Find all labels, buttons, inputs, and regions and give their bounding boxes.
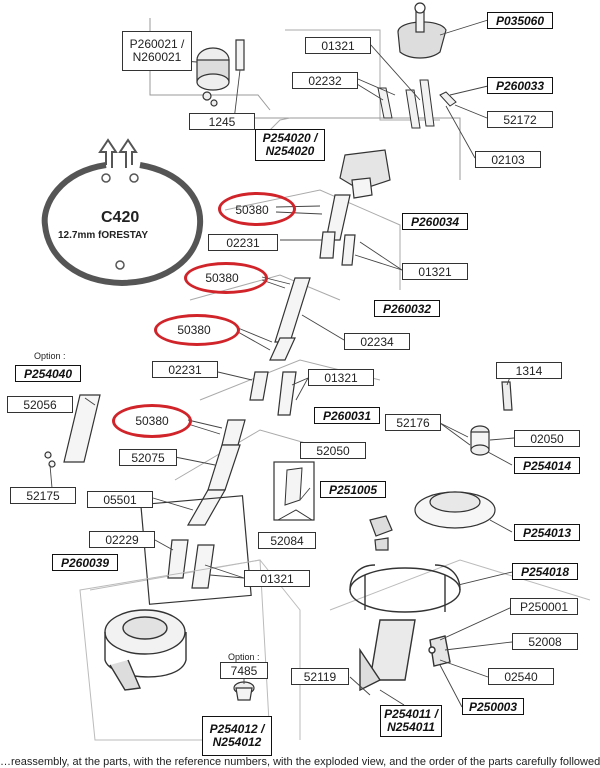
label-02231-a: 02231 — [208, 234, 278, 251]
top-knob-drawing — [397, 2, 447, 59]
bearing-part-drawing — [196, 39, 245, 107]
highlight-oval-50380-2 — [184, 262, 268, 294]
label-p254020: P254020 / N254020 — [255, 129, 325, 161]
label-02103: 02103 — [475, 151, 541, 168]
label-01321-c: 01321 — [308, 369, 374, 386]
label-1314: 1314 — [496, 362, 562, 379]
label-p254012-line2: N254012 — [212, 735, 262, 749]
label-52084: 52084 — [258, 532, 316, 549]
label-50380-2: 50380 — [205, 270, 239, 285]
label-p260031: P260031 — [314, 407, 380, 424]
label-02540: 02540 — [488, 668, 554, 685]
c420-title: C420 — [101, 209, 140, 226]
highlight-oval-50380-4 — [112, 404, 192, 438]
label-01321-b: 01321 — [402, 263, 468, 280]
label-p250003: P250003 — [462, 698, 524, 715]
c420-profile-drawing — [41, 138, 204, 287]
label-52172: 52172 — [487, 111, 553, 128]
highlight-oval-50380-1 — [218, 192, 296, 226]
label-52175: 52175 — [10, 487, 76, 504]
label-05501: 05501 — [87, 491, 153, 508]
label-52050: 52050 — [300, 442, 366, 459]
label-02050: 02050 — [514, 430, 580, 447]
label-p251005: P251005 — [320, 481, 386, 498]
label-p254020-line2: N254020 — [265, 144, 315, 158]
label-p260033: P260033 — [487, 77, 553, 94]
label-01321-d: 01321 — [244, 570, 310, 587]
label-02232: 02232 — [292, 72, 358, 89]
label-52119: 52119 — [291, 668, 349, 685]
label-p254014: P254014 — [514, 457, 580, 474]
label-p260039: P260039 — [52, 554, 118, 571]
label-52056: 52056 — [7, 396, 73, 413]
label-52008: 52008 — [512, 633, 578, 650]
label-02234: 02234 — [344, 333, 410, 350]
label-p254018: P254018 — [512, 563, 578, 580]
label-50380-1: 50380 — [235, 202, 269, 217]
label-p035060: P035060 — [487, 12, 553, 29]
label-p254011: P254011 / N254011 — [380, 705, 442, 737]
label-p260032: P260032 — [374, 300, 440, 317]
label-p254012: P254012 / N254012 — [202, 716, 272, 756]
label-p254020-line1: P254020 / — [262, 131, 318, 145]
label-p254012-line1: P254012 / — [209, 722, 265, 736]
label-52075: 52075 — [119, 449, 177, 466]
label-7485: 7485 — [220, 662, 268, 679]
label-1245: 1245 — [189, 113, 255, 130]
label-52176: 52176 — [385, 414, 441, 431]
label-p260021-line2: N260021 — [132, 50, 182, 64]
label-01321-top: 01321 — [305, 37, 371, 54]
label-50380-4: 50380 — [135, 413, 169, 428]
label-p254011-line1: P254011 / — [384, 707, 438, 721]
option-label-1: Option : — [34, 351, 66, 361]
label-p260021-line1: P260021 / — [129, 37, 185, 51]
label-p260021: P260021 / N260021 — [122, 31, 192, 71]
label-p254040: P254040 — [15, 365, 81, 382]
label-p260034: P260034 — [402, 213, 468, 230]
option-label-2: Option : — [228, 652, 260, 662]
bottom-caption: …reassembly, at the parts, with the refe… — [0, 757, 600, 768]
label-p254011-line2: N254011 — [387, 720, 435, 734]
label-p254013: P254013 — [514, 524, 580, 541]
label-02229: 02229 — [89, 531, 155, 548]
label-02231-b: 02231 — [152, 361, 218, 378]
label-50380-3: 50380 — [177, 322, 211, 337]
c420-subtitle: 12.7mm fORESTAY — [58, 230, 149, 241]
highlight-oval-50380-3 — [154, 314, 240, 346]
label-p250001: P250001 — [510, 598, 578, 615]
